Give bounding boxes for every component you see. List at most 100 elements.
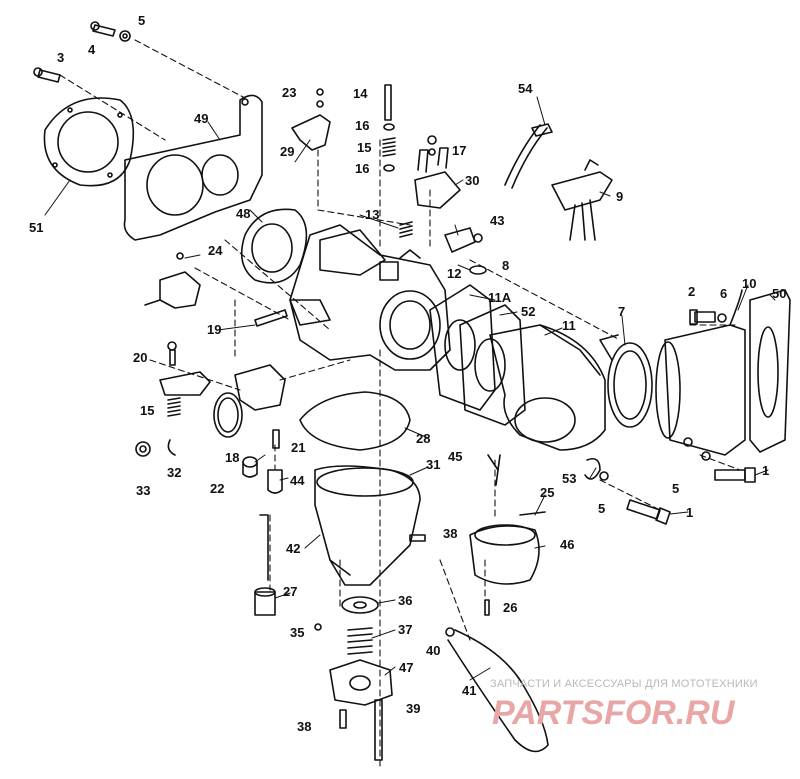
callout-4: 4 — [88, 42, 96, 57]
gasket-52 — [459, 304, 526, 426]
screw-20 — [167, 341, 177, 366]
callout-22: 22 — [210, 481, 224, 496]
callout-38: 38 — [297, 719, 311, 734]
fuel-pump-9 — [551, 159, 613, 241]
callout-1: 1 — [686, 505, 693, 520]
float-bowl-31 — [314, 465, 421, 586]
bracket-32 — [159, 371, 211, 456]
needle-screw-14 — [384, 84, 392, 121]
callout-29: 29 — [280, 144, 294, 159]
callout-5: 5 — [138, 13, 145, 28]
callout-9: 9 — [616, 189, 623, 204]
callout-20: 20 — [133, 350, 147, 365]
callout-48: 48 — [236, 206, 250, 221]
callout-1: 1 — [762, 463, 769, 478]
callout-11: 11 — [562, 318, 576, 333]
screw-38-lower — [339, 709, 347, 729]
bolt-1-upper — [714, 467, 756, 483]
plug-22 — [242, 456, 258, 478]
callout-8: 8 — [502, 258, 509, 273]
carburetor-body — [289, 224, 451, 371]
callout-36: 36 — [398, 593, 412, 608]
gasket-51 — [43, 97, 135, 187]
callout-18: 18 — [225, 450, 239, 465]
callout-32: 32 — [167, 465, 181, 480]
lever-24 — [144, 252, 201, 309]
screw-17 — [427, 135, 437, 156]
fitting-27 — [254, 587, 276, 616]
callout-5: 5 — [672, 481, 679, 496]
spring-37 — [347, 627, 373, 655]
bolt-2 — [689, 309, 716, 325]
washers-5-6 — [599, 313, 727, 481]
callout-15: 15 — [357, 140, 371, 155]
cover-47 — [329, 659, 393, 706]
callout-25: 25 — [540, 485, 554, 500]
callout-37: 37 — [398, 622, 412, 637]
callout-39: 39 — [406, 701, 420, 716]
callout-7: 7 — [618, 304, 625, 319]
cable-41 — [445, 627, 549, 753]
callout-12: 12 — [447, 266, 461, 281]
callout-42: 42 — [286, 541, 300, 556]
callout-17: 17 — [452, 143, 466, 158]
callout-2: 2 — [688, 284, 695, 299]
valve-30 — [414, 147, 461, 209]
callout-26: 26 — [503, 600, 517, 615]
rubber-boot-10 — [655, 289, 746, 456]
callout-54: 54 — [518, 81, 533, 96]
spring-13 — [399, 221, 413, 238]
callout-33: 33 — [136, 483, 150, 498]
screw-23 — [316, 88, 324, 108]
callout-38: 38 — [443, 526, 457, 541]
callout-53: 53 — [562, 471, 576, 486]
callout-6: 6 — [720, 286, 727, 301]
callout-13: 13 — [365, 207, 379, 222]
screw-38-right — [409, 534, 426, 542]
bracket-29 — [291, 114, 331, 151]
float-46 — [469, 524, 540, 585]
callout-30: 30 — [465, 173, 479, 188]
callout-19: 19 — [207, 322, 221, 337]
callout-16: 16 — [355, 161, 369, 176]
spring-15-top — [382, 137, 396, 157]
clip-53 — [584, 457, 601, 480]
leader-lines — [44, 96, 776, 681]
pin-25 — [519, 511, 546, 516]
watermark-brand: PARTSFOR.RU — [492, 694, 736, 732]
bracket-plate-49 — [123, 94, 263, 241]
spring-15-left — [167, 397, 181, 417]
screw-21 — [272, 429, 280, 449]
screw-26 — [484, 599, 490, 616]
callout-27: 27 — [283, 584, 297, 599]
intake-elbow-11 — [489, 324, 606, 451]
gasket-28 — [299, 391, 411, 451]
callout-40: 40 — [426, 643, 440, 658]
callout-50: 50 — [772, 286, 786, 301]
hose-54 — [504, 123, 553, 189]
diaphragm-36 — [341, 596, 379, 614]
callout-31: 31 — [426, 457, 440, 472]
callout-35: 35 — [290, 625, 304, 640]
callout-47: 47 — [399, 660, 413, 675]
callout-51: 51 — [29, 220, 43, 235]
screw-35 — [314, 623, 322, 631]
rod-42 — [259, 514, 269, 581]
screw-45 — [487, 454, 501, 486]
callout-3: 3 — [57, 50, 64, 65]
washer-5-top — [119, 30, 131, 42]
ring-18 — [213, 392, 243, 438]
callout-23: 23 — [282, 85, 296, 100]
callout-11a: 11A — [488, 290, 512, 305]
washers-16 — [383, 123, 395, 172]
nut-33 — [135, 441, 151, 457]
callout-49: 49 — [194, 111, 208, 126]
screw-39 — [374, 699, 383, 761]
callout-14: 14 — [353, 86, 368, 101]
gasket-50 — [749, 289, 791, 453]
callout-28: 28 — [416, 431, 430, 446]
watermark-logo: PARTSFOR.RU — [492, 694, 736, 732]
